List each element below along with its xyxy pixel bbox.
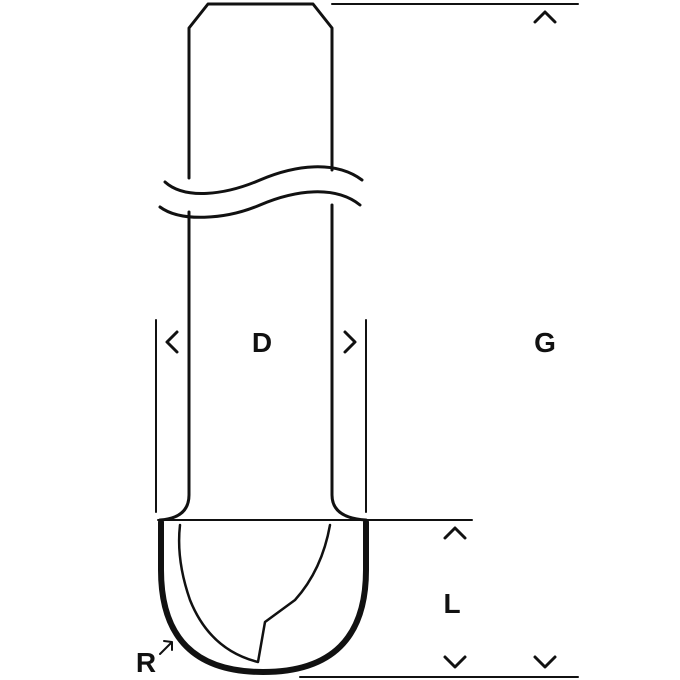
- cutter-edge: [177, 523, 332, 664]
- label-g: G: [534, 327, 556, 358]
- d-arrow-left-icon: [165, 330, 179, 354]
- shank-upper: [187, 2, 334, 180]
- g-arrow-down-icon: [533, 655, 557, 669]
- label-d: D: [252, 327, 272, 358]
- cutter-head: [158, 519, 369, 675]
- shank-lower: [158, 203, 368, 522]
- l-arrow-up-icon: [443, 526, 467, 540]
- d-arrow-right-icon: [343, 330, 357, 354]
- break-line-bottom: [158, 190, 362, 219]
- g-arrow-up-icon: [533, 10, 557, 24]
- label-l: L: [443, 588, 460, 619]
- label-r: R: [136, 647, 156, 678]
- r-arrow-icon: [159, 640, 173, 655]
- l-arrow-down-icon: [443, 655, 467, 669]
- break-line-top: [163, 165, 364, 196]
